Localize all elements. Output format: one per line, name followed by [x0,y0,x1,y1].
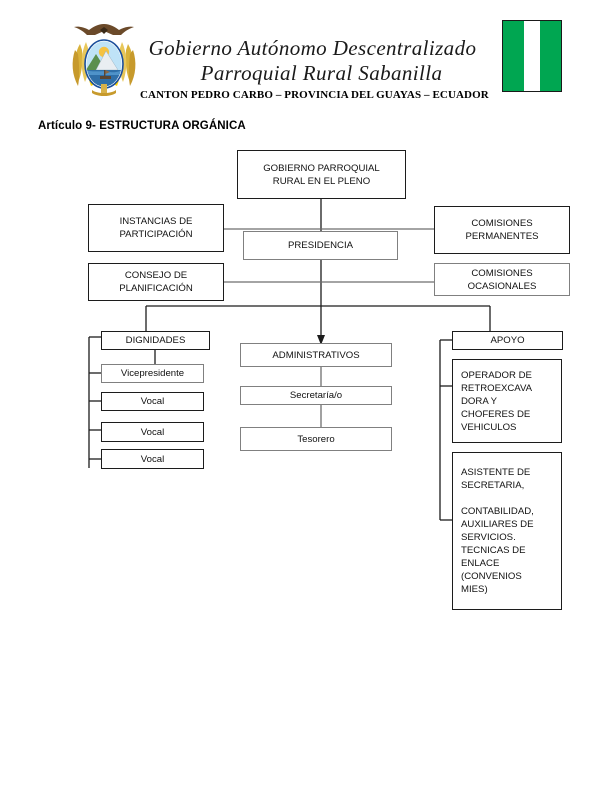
sabanilla-flag-icon [502,20,562,92]
node-pleno[interactable]: GOBIERNO PARROQUIAL RURAL EN EL PLENO [237,150,406,199]
node-comisiones-permanentes[interactable]: COMISIONES PERMANENTES [434,206,570,254]
ecuador-coat-of-arms-icon [62,20,146,102]
node-operador-retroexcavadora[interactable]: OPERADOR DE RETROEXCAVA DORA Y CHOFERES … [452,359,562,443]
node-vocal-2[interactable]: Vocal [101,422,204,442]
node-dignidades[interactable]: DIGNIDADES [101,331,210,350]
document-header: Gobierno Autónomo Descentralizado Parroq… [0,0,612,112]
node-apoyo[interactable]: APOYO [452,331,563,350]
node-presidencia[interactable]: PRESIDENCIA [243,231,398,260]
node-secretaria[interactable]: Secretaría/o [240,386,392,405]
flag-band-green-left [503,21,525,91]
header-title-line-1: Gobierno Autónomo Descentralizado [148,36,477,60]
node-vicepresidente[interactable]: Vicepresidente [101,364,204,383]
header-title-block: Gobierno Autónomo Descentralizado Parroq… [140,36,489,102]
flag-band-green-right [539,21,561,91]
flag-band-white [524,21,540,91]
node-administrativos[interactable]: ADMINISTRATIVOS [240,343,392,367]
node-vocal-3[interactable]: Vocal [101,449,204,469]
node-instancias-participacion[interactable]: INSTANCIAS DE PARTICIPACIÓN [88,204,224,252]
node-asistente-secretaria[interactable]: ASISTENTE DE SECRETARIA, CONTABILIDAD, A… [452,452,562,610]
header-subtitle: CANTON PEDRO CARBO – PROVINCIA DEL GUAYA… [140,89,489,101]
header-title-line-2: Parroquial Rural Sabanilla [200,61,443,85]
node-comisiones-ocasionales[interactable]: COMISIONES OCASIONALES [434,263,570,296]
node-consejo-planificacion[interactable]: CONSEJO DE PLANIFICACIÓN [88,263,224,301]
page-title: Artículo 9- ESTRUCTURA ORGÁNICA [38,120,246,132]
node-vocal-1[interactable]: Vocal [101,392,204,411]
node-tesorero[interactable]: Tesorero [240,427,392,451]
